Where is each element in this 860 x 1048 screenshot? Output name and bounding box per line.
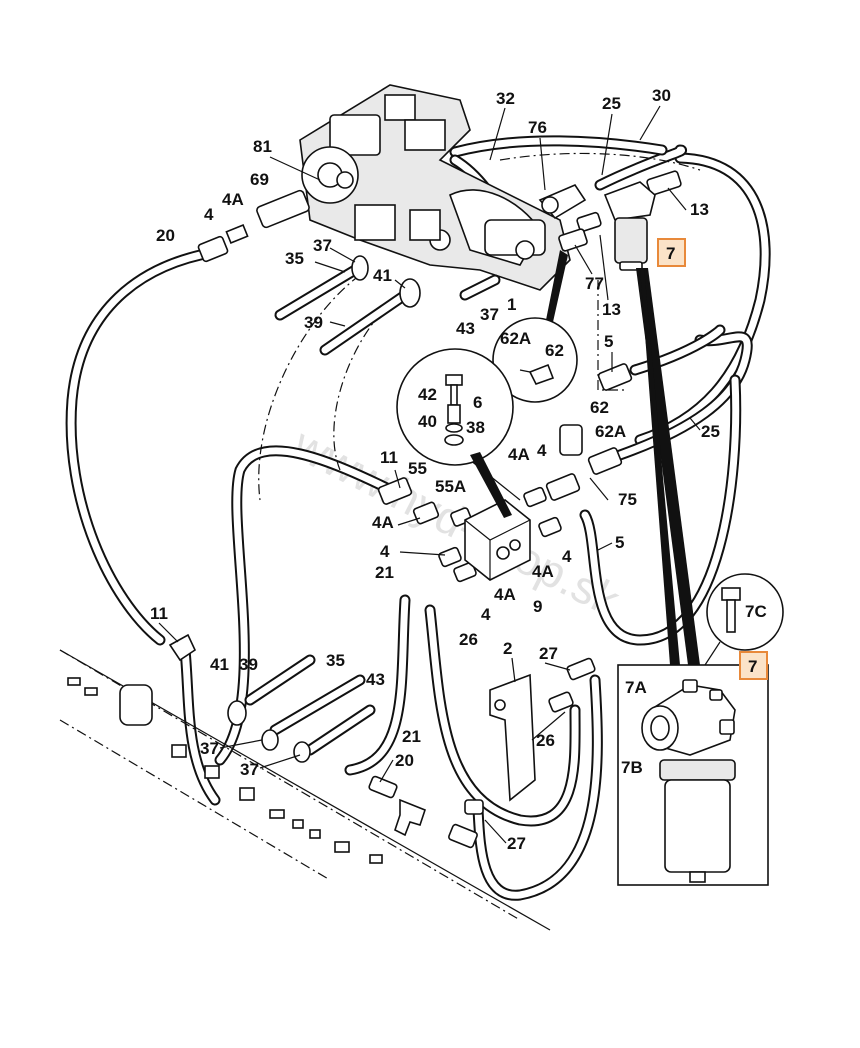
callout-21: 21 bbox=[375, 563, 394, 582]
filter-detail-box bbox=[617, 664, 769, 886]
callout-20: 20 bbox=[156, 226, 175, 245]
callout-4a-4: 4A bbox=[532, 562, 554, 581]
callout-39-2: 39 bbox=[239, 655, 258, 674]
hydraulic-pump bbox=[299, 84, 571, 291]
valve-block bbox=[464, 459, 531, 581]
fittings bbox=[67, 170, 682, 864]
callout-7a: 7A bbox=[625, 678, 647, 697]
callout-1: 1 bbox=[507, 295, 516, 314]
callout-43-2: 43 bbox=[366, 670, 385, 689]
callout-5: 5 bbox=[604, 332, 613, 351]
highlight-box-7-detail bbox=[739, 651, 768, 680]
callout-75: 75 bbox=[618, 490, 637, 509]
callout-55: 55 bbox=[408, 459, 427, 478]
callout-21-2: 21 bbox=[402, 727, 421, 746]
callout-11: 11 bbox=[380, 448, 398, 467]
highlight-box-7-top bbox=[657, 238, 686, 267]
callout-30: 30 bbox=[652, 86, 671, 105]
callout-5-2: 5 bbox=[615, 533, 624, 552]
hose-lines bbox=[65, 135, 771, 901]
callout-13-2: 13 bbox=[602, 300, 621, 319]
callout-7b: 7B bbox=[621, 758, 643, 777]
detail-bubble-7c bbox=[704, 573, 784, 666]
pressure-filter-small bbox=[603, 181, 656, 271]
callout-26: 26 bbox=[459, 630, 478, 649]
callout-77: 77 bbox=[585, 274, 604, 293]
callout-11-2: 11 bbox=[150, 604, 168, 623]
callout-4-5: 4 bbox=[481, 605, 491, 624]
callout-55a: 55A bbox=[435, 477, 466, 496]
callout-39: 39 bbox=[304, 313, 323, 332]
callout-62a: 62A bbox=[500, 329, 531, 348]
detail-bubble-62 bbox=[492, 250, 578, 403]
callout-37-4: 37 bbox=[240, 760, 259, 779]
callout-38: 38 bbox=[466, 418, 485, 437]
callout-25-2: 25 bbox=[701, 422, 720, 441]
callout-41-2: 41 bbox=[210, 655, 229, 674]
callout-40: 40 bbox=[418, 412, 437, 431]
callout-9: 9 bbox=[533, 597, 542, 616]
callout-7c: 7C bbox=[745, 602, 767, 621]
highlighted-callouts: 7 7 bbox=[657, 238, 768, 680]
callout-4-2: 4 bbox=[537, 441, 547, 460]
callout-35-2: 35 bbox=[326, 651, 345, 670]
callout-26-2: 26 bbox=[536, 731, 555, 750]
callout-7-top: 7 bbox=[666, 244, 675, 263]
callout-42: 42 bbox=[418, 385, 437, 404]
callout-4a-2: 4A bbox=[508, 445, 530, 464]
callout-35: 35 bbox=[285, 249, 304, 268]
callout-43: 43 bbox=[456, 319, 475, 338]
callout-27: 27 bbox=[539, 644, 558, 663]
callout-2: 2 bbox=[503, 639, 512, 658]
callout-37-3: 37 bbox=[200, 739, 219, 758]
callout-labels: 32 76 25 30 81 69 4A 4 20 13 37 35 41 77… bbox=[150, 86, 767, 853]
callout-41: 41 bbox=[373, 266, 392, 285]
callout-4a-5: 4A bbox=[494, 585, 516, 604]
callout-25: 25 bbox=[602, 94, 621, 113]
callout-62-2: 62 bbox=[590, 398, 609, 417]
callout-62a-2: 62A bbox=[595, 422, 626, 441]
callout-69: 69 bbox=[250, 170, 269, 189]
callout-37: 37 bbox=[313, 236, 332, 255]
detail-bubble-bolt bbox=[396, 348, 514, 518]
callout-4a-1: 4A bbox=[222, 190, 244, 209]
callout-4-1: 4 bbox=[204, 205, 214, 224]
callout-13: 13 bbox=[690, 200, 709, 219]
callout-27-2: 27 bbox=[507, 834, 526, 853]
callout-62: 62 bbox=[545, 341, 564, 360]
callout-4-4: 4 bbox=[562, 547, 572, 566]
callout-20-2: 20 bbox=[395, 751, 414, 770]
callout-4a-3: 4A bbox=[372, 513, 394, 532]
callout-81: 81 bbox=[253, 137, 272, 156]
callout-4-3: 4 bbox=[380, 542, 390, 561]
callout-7-detail: 7 bbox=[748, 657, 757, 676]
callout-32: 32 bbox=[496, 89, 515, 108]
leader-lines bbox=[158, 105, 701, 844]
callout-6: 6 bbox=[473, 393, 482, 412]
callout-76: 76 bbox=[528, 118, 547, 137]
callout-37-2: 37 bbox=[480, 305, 499, 324]
